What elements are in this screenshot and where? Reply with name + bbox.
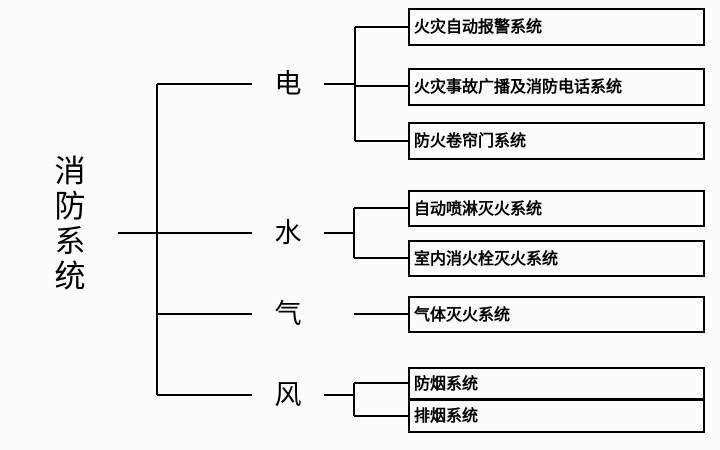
branch-label-shui: 水 <box>274 218 302 249</box>
node-label: 火灾事故广播及消防电话系统 <box>414 77 623 96</box>
node-box-fire-broadcast-phone: 火灾事故广播及消防电话系统 <box>408 68 705 106</box>
branch-label-dian: 电 <box>274 69 302 100</box>
node-label: 气体灭火系统 <box>414 304 511 324</box>
node-box-gas-extinguishing: 气体灭火系统 <box>408 296 705 333</box>
node-label: 室内消火栓灭火系统 <box>414 248 559 268</box>
node-label: 防烟系统 <box>414 373 479 393</box>
node-label: 自动喷淋灭火系统 <box>414 198 543 218</box>
page-title: 消防系统 <box>54 154 86 295</box>
node-box-fire-shutter-door: 防火卷帘门系统 <box>408 122 705 160</box>
branch-label-feng: 风 <box>274 380 302 411</box>
node-label: 防火卷帘门系统 <box>414 131 527 150</box>
node-box-auto-sprinkler: 自动喷淋灭火系统 <box>408 190 705 227</box>
node-box-smoke-exhaust: 排烟系统 <box>408 399 705 433</box>
node-box-indoor-hydrant: 室内消火栓灭火系统 <box>408 240 705 277</box>
node-label: 排烟系统 <box>414 406 479 425</box>
branch-label-qi: 气 <box>274 299 302 330</box>
node-box-smoke-prevention: 防烟系统 <box>408 367 705 400</box>
node-label: 火灾自动报警系统 <box>414 17 543 36</box>
node-box-fire-alarm: 火灾自动报警系统 <box>408 8 705 46</box>
